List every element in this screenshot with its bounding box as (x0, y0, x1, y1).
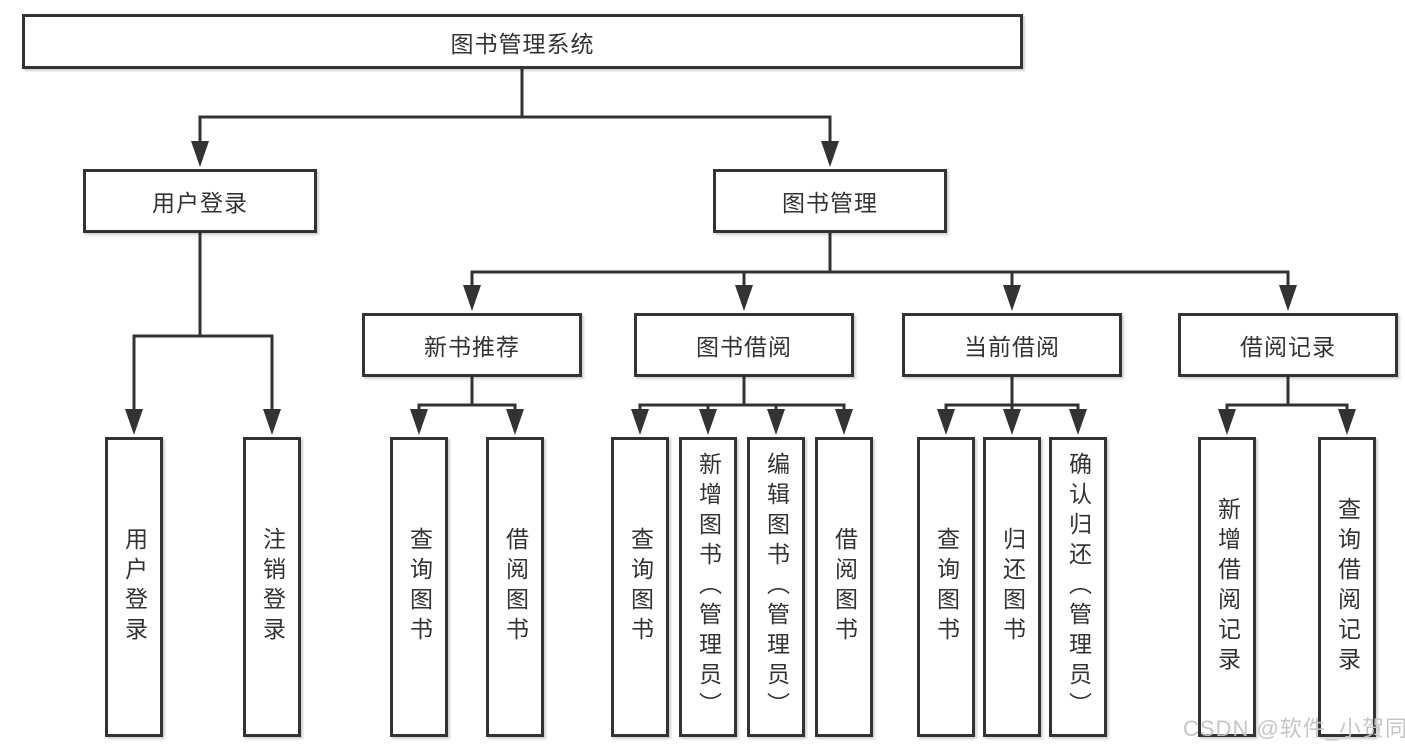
node-new-book-recommendation-label: 新书推荐 (424, 334, 520, 360)
leaf-query-borrow-record-label: 查询借阅记录 (1334, 497, 1361, 677)
leaf-edit-book-admin-label: 编辑图书（管理员） (763, 452, 790, 722)
node-book-borrowing: 图书借阅 (634, 313, 854, 377)
node-user-login-label: 用户登录 (152, 190, 248, 216)
leaf-user-login: 用户登录 (105, 437, 163, 737)
leaf-confirm-return-admin: 确认归还（管理员） (1049, 437, 1107, 737)
node-library-system-label: 图书管理系统 (450, 30, 595, 57)
node-borrowing-records: 借阅记录 (1178, 313, 1398, 377)
leaf-user-login-label: 用户登录 (121, 527, 148, 647)
node-book-management: 图书管理 (713, 169, 947, 233)
leaf-logout-label: 注销登录 (259, 527, 286, 647)
leaf-add-book-admin-label: 新增图书（管理员） (695, 452, 722, 722)
leaf-add-borrow-record: 新增借阅记录 (1198, 437, 1256, 737)
leaf-query-books-borrowing: 查询图书 (611, 437, 669, 737)
leaf-edit-book-admin: 编辑图书（管理员） (747, 437, 805, 737)
leaf-borrow-books-recommend: 借阅图书 (486, 437, 544, 737)
node-user-login: 用户登录 (83, 169, 317, 233)
leaf-query-books-current: 查询图书 (917, 437, 975, 737)
leaf-borrow-books-borrowing: 借阅图书 (815, 437, 873, 737)
leaf-add-borrow-record-label: 新增借阅记录 (1214, 497, 1241, 677)
csdn-watermark: CSDN @软件_小贺同学 (1183, 716, 1405, 741)
leaf-borrow-books-recommend-label: 借阅图书 (502, 527, 529, 647)
leaf-query-books-borrowing-label: 查询图书 (627, 527, 654, 647)
leaf-query-books-recommend: 查询图书 (390, 437, 448, 737)
node-book-management-label: 图书管理 (782, 190, 878, 216)
leaf-query-borrow-record: 查询借阅记录 (1318, 437, 1376, 737)
node-new-book-recommendation: 新书推荐 (362, 313, 582, 377)
leaf-return-books: 归还图书 (983, 437, 1041, 737)
node-borrowing-records-label: 借阅记录 (1240, 334, 1336, 360)
node-library-system: 图书管理系统 (22, 14, 1023, 69)
leaf-add-book-admin: 新增图书（管理员） (679, 437, 737, 737)
leaf-confirm-return-admin-label: 确认归还（管理员） (1065, 452, 1092, 722)
node-current-borrowing: 当前借阅 (902, 313, 1122, 377)
leaf-borrow-books-borrowing-label: 借阅图书 (831, 527, 858, 647)
node-current-borrowing-label: 当前借阅 (964, 334, 1060, 360)
leaf-query-books-current-label: 查询图书 (933, 527, 960, 647)
leaf-return-books-label: 归还图书 (999, 527, 1026, 647)
leaf-query-books-recommend-label: 查询图书 (406, 527, 433, 647)
node-book-borrowing-label: 图书借阅 (696, 334, 792, 360)
leaf-logout: 注销登录 (243, 437, 301, 737)
